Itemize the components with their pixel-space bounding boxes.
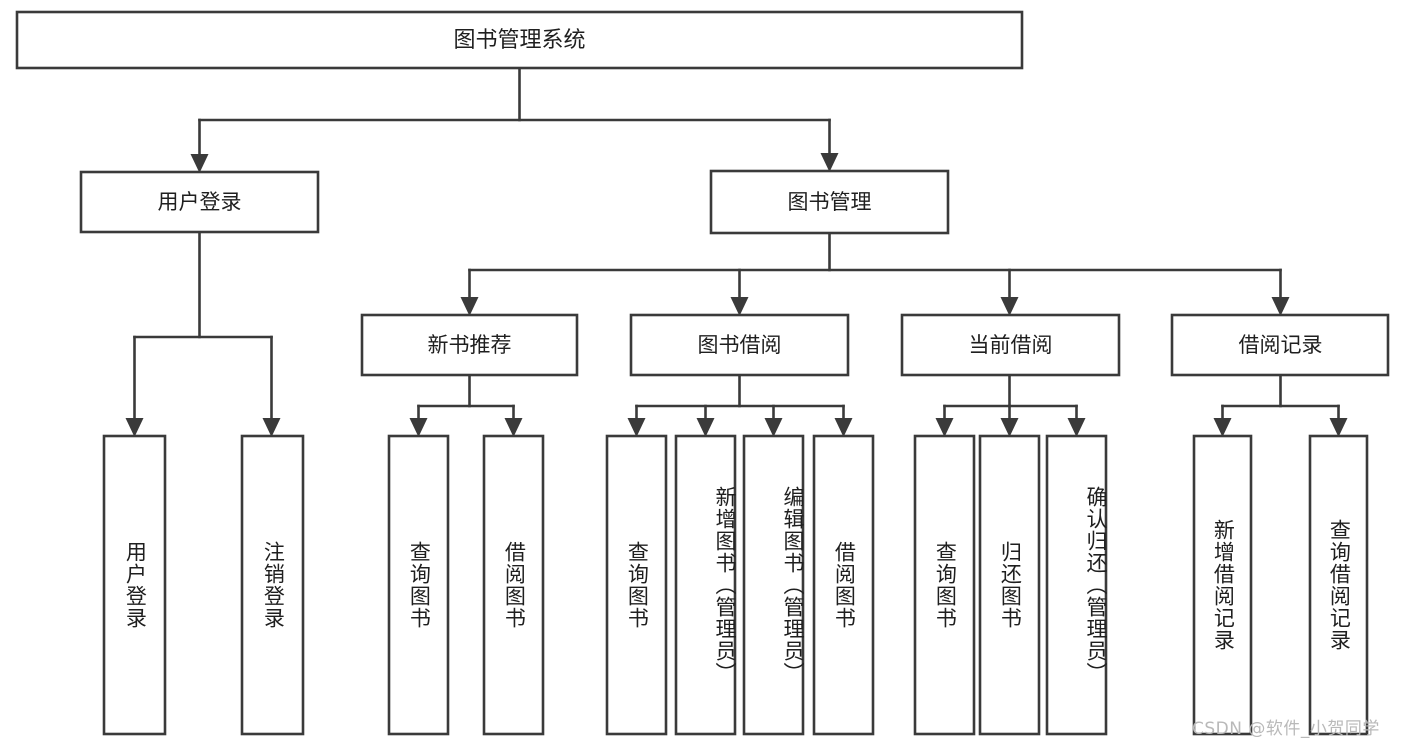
leaf-box-user-login[interactable] — [102, 434, 167, 736]
arrow-head-icon — [262, 418, 281, 437]
node-book-manage[interactable]: 图书管理 — [709, 169, 950, 235]
connector-root-to-level1 — [190, 66, 839, 173]
node-current-borrow[interactable]: 当前借阅 — [900, 313, 1121, 377]
arrow-head-icon — [504, 418, 523, 437]
node-user-login[interactable]: 用户登录 — [79, 170, 320, 234]
connector-borrowrecord-to-leaves — [1213, 373, 1348, 437]
node-book-manage-label: 图书管理 — [788, 190, 872, 214]
node-current-borrow-label: 当前借阅 — [969, 333, 1053, 357]
node-new-book-recommend[interactable]: 新书推荐 — [360, 313, 579, 377]
node-book-borrow-label: 图书借阅 — [698, 333, 782, 357]
arrow-head-icon — [125, 418, 144, 437]
connector-userlogin-to-leaves — [125, 230, 281, 437]
node-root-label: 图书管理系统 — [453, 28, 585, 53]
arrow-head-icon — [1271, 297, 1290, 316]
arrow-head-icon — [1329, 418, 1348, 437]
leaf-box-add-record[interactable] — [1192, 434, 1253, 736]
connector-currentborrow-to-leaves — [935, 373, 1086, 437]
arrow-head-icon — [1000, 297, 1019, 316]
arrow-head-icon — [409, 418, 428, 437]
connector-bookmanage-to-level2 — [460, 231, 1290, 316]
arrow-head-icon — [1000, 418, 1019, 437]
node-book-borrow[interactable]: 图书借阅 — [629, 313, 850, 377]
arrow-head-icon — [460, 297, 479, 316]
arrow-head-icon — [935, 418, 954, 437]
leaf-box-borrow-book-1[interactable] — [482, 434, 545, 736]
leaf-box-borrow-book-2[interactable] — [812, 434, 875, 736]
watermark-text: CSDN @软件_小贺同学 — [1192, 719, 1380, 739]
connector-newbook-to-leaves — [409, 373, 523, 437]
node-borrow-record[interactable]: 借阅记录 — [1170, 313, 1390, 377]
arrow-head-icon — [627, 418, 646, 437]
leaf-boxes — [102, 434, 1369, 736]
arrow-head-icon — [764, 418, 783, 437]
arrow-head-icon — [1213, 418, 1232, 437]
arrow-head-icon — [730, 297, 749, 316]
leaf-box-add-book[interactable] — [674, 434, 737, 736]
node-new-book-recommend-label: 新书推荐 — [428, 333, 512, 357]
node-user-login-label: 用户登录 — [158, 190, 242, 214]
leaf-box-edit-book[interactable] — [742, 434, 805, 736]
leaf-box-query-record[interactable] — [1308, 434, 1369, 736]
leaf-box-return-book[interactable] — [978, 434, 1041, 736]
arrow-head-icon — [834, 418, 853, 437]
arrow-head-icon — [1067, 418, 1086, 437]
arrow-head-icon — [820, 153, 839, 172]
leaf-box-confirm-return[interactable] — [1045, 434, 1108, 736]
arrow-head-icon — [190, 154, 209, 173]
node-borrow-record-label: 借阅记录 — [1239, 333, 1323, 357]
leaf-box-logout[interactable] — [240, 434, 305, 736]
leaf-box-query-book-3[interactable] — [913, 434, 976, 736]
node-root[interactable]: 图书管理系统 — [15, 10, 1024, 70]
arrow-head-icon — [696, 418, 715, 437]
leaf-box-query-book-1[interactable] — [387, 434, 450, 736]
connector-bookborrow-to-leaves — [627, 373, 853, 437]
leaf-box-query-book-2[interactable] — [605, 434, 668, 736]
